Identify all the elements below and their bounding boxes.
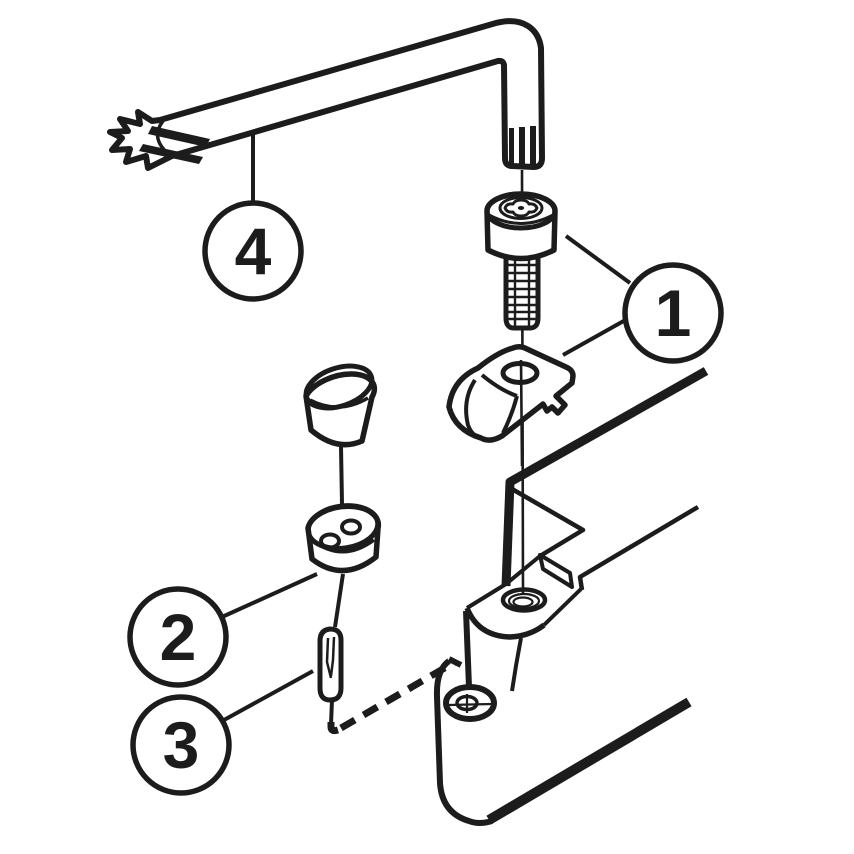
clamp-crease [480,373,518,398]
seat-front-edge [542,587,583,627]
balloon-1: 1 [622,262,724,364]
screw-head-top [484,191,558,231]
seat-left-edge [465,582,508,610]
holder-bottom-edge [486,697,692,825]
clamp-nose-edge [501,395,519,434]
cap-plug [303,363,378,448]
leader-3 [223,669,314,722]
leader-2 [221,572,318,619]
key-driver-grooves [509,126,536,167]
balloon-3-label: 3 [163,708,200,782]
front-face-right-edge [510,637,523,692]
centerline-elbow [327,722,339,735]
pin-hole [443,684,497,722]
torx-key [107,18,545,171]
leader-lines [221,133,632,722]
leader-1-screw [564,234,632,285]
torx-socket [498,196,544,220]
balloon-2: 2 [127,586,229,688]
torx-key-outline [107,18,545,171]
balloon-4-label: 4 [235,214,272,288]
centerline-below-pin [329,699,334,725]
shim-pin [317,626,344,703]
balloon-3: 3 [130,694,232,796]
screw-shank [503,253,541,331]
holder-pocket-notch [510,487,586,558]
holder-top-edge [501,367,709,587]
screw-threads [507,260,537,326]
centerline-shim-pin [333,573,345,628]
clamp-screw [484,191,558,331]
key-tip-groove [139,144,203,164]
leader-1-clamp [562,316,630,357]
seat-front-arc [464,606,546,640]
shim-seat [305,503,382,574]
dashed-assembly-line [339,658,457,732]
tool-holder-body [433,367,709,826]
balloon-2-label: 2 [160,600,197,674]
insert-clamp [446,343,576,467]
holder-outline-corner [433,658,493,826]
centerline-through-clamp [519,359,524,467]
holder-step [538,553,574,589]
centerline-cap-shim [339,446,344,505]
screw-head-chamfer [488,213,554,225]
balloon-1-label: 1 [655,276,692,350]
shim-stack [303,363,457,735]
clamp-nose-inner [464,378,482,440]
balloon-4: 4 [202,200,304,302]
front-face-left-edge [463,610,472,688]
holder-side-edge [577,505,700,591]
key-tip-groove [148,126,210,147]
